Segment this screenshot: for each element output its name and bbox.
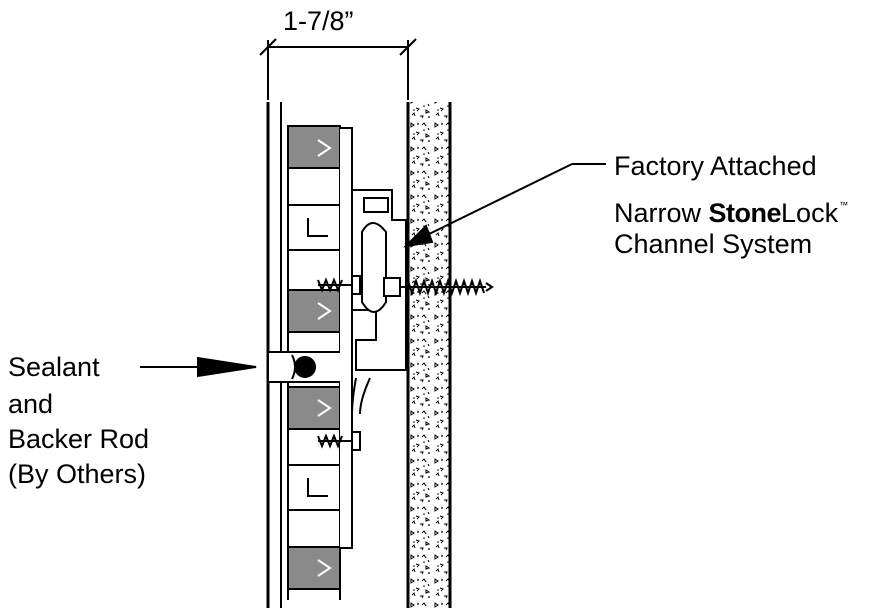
dimension-line: [259, 38, 417, 100]
callout-right-line3: Channel System: [614, 229, 813, 259]
substrate-wall: [406, 102, 452, 608]
brand-lock: Lock: [781, 198, 839, 228]
callout-left-line2: and: [8, 389, 54, 419]
leader-left: [140, 356, 257, 378]
callout-right-line1: Factory Attached: [614, 151, 817, 181]
fastener-upper: [317, 275, 361, 295]
trademark-mark: ™: [839, 200, 849, 210]
leader-right: [403, 163, 606, 248]
callout-left-line4: (By Others): [8, 459, 147, 489]
callout-left-line1: Sealant: [8, 352, 100, 382]
stonelock-channel: [340, 127, 407, 549]
fastener-lower: [317, 431, 361, 451]
backer-rod: [294, 356, 316, 378]
callout-right-prefix: Narrow: [614, 198, 709, 228]
dimension-label: 1-7/8”: [283, 6, 354, 36]
callout-right-line2: Narrow StoneLock™: [614, 190, 848, 229]
brand-stone: Stone: [708, 198, 782, 228]
callout-left-line3: Backer Rod: [8, 424, 150, 454]
sealant-joint: [267, 351, 349, 383]
brick-backup: [287, 125, 341, 600]
